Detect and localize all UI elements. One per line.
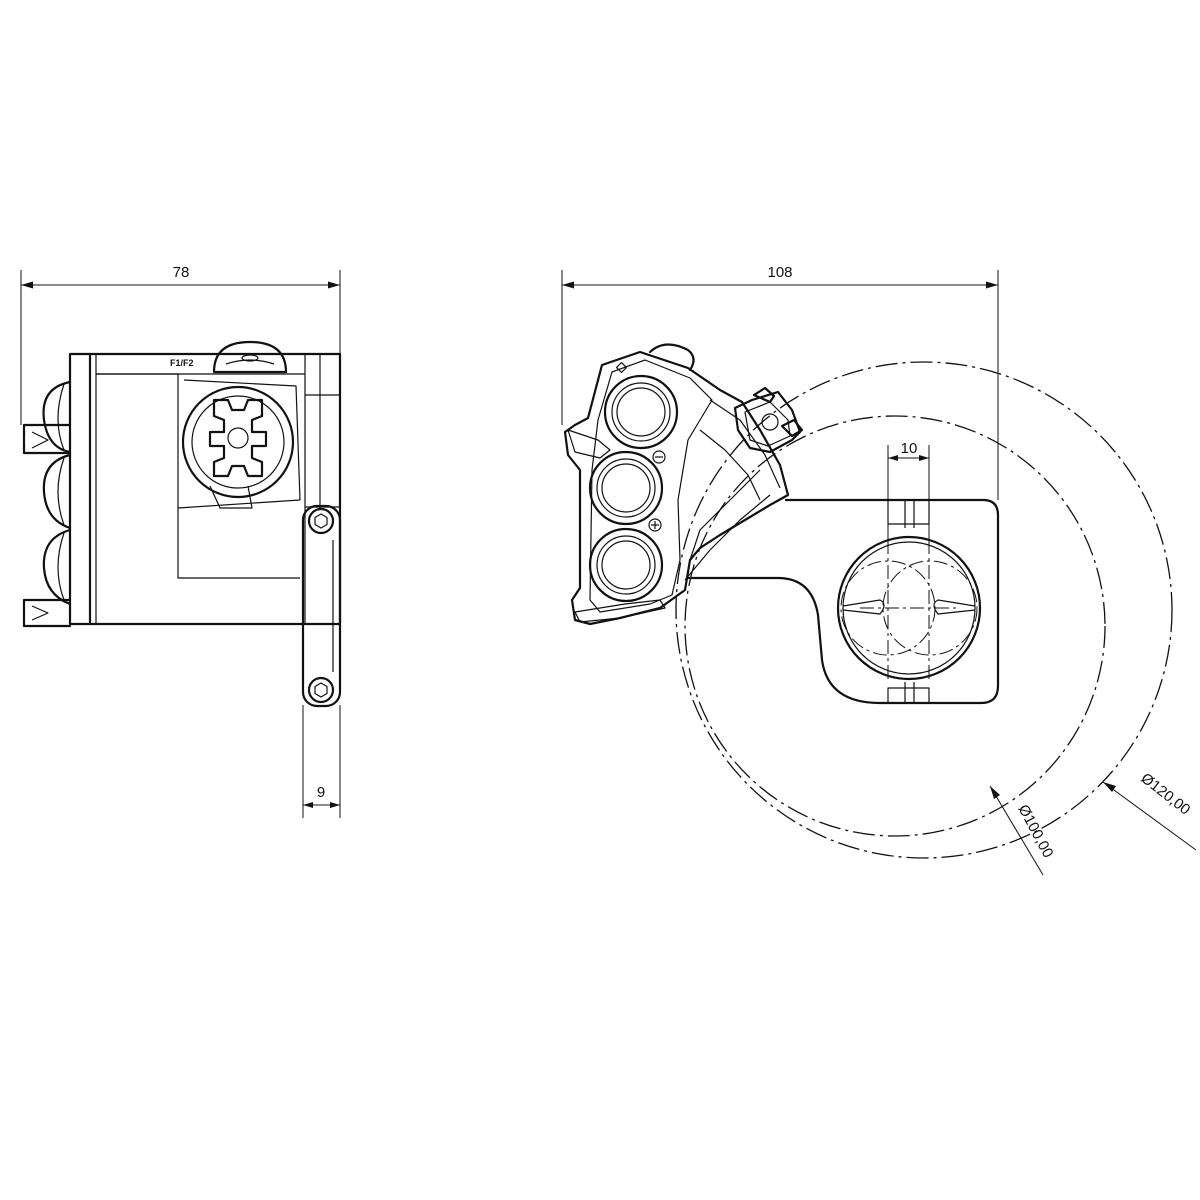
side-cross-joystick [181, 385, 295, 499]
dimension-108-label: 108 [767, 264, 792, 281]
minus-symbol-icon [652, 450, 666, 464]
inner-reference-circle [684, 415, 1106, 837]
dimension-78-label: 78 [173, 264, 190, 281]
plus-symbol-icon [648, 518, 662, 532]
side-top-dome: F1/F2 [170, 340, 288, 374]
dimension-10-label: 10 [901, 440, 918, 457]
button-3 [588, 527, 664, 603]
side-view: 78 9 [20, 264, 342, 818]
engraving-label: F1/F2 [170, 358, 194, 368]
dimension-108: 108 [561, 264, 999, 500]
front-view: 108 10 Ø100,00 Ø120,00 [561, 264, 1197, 876]
button-1 [603, 374, 679, 450]
diameter-leaders: Ø100,00 Ø120,00 [989, 770, 1197, 876]
dimension-9-label: 9 [317, 784, 325, 801]
reference-circles [675, 361, 1173, 859]
front-control-unit [563, 343, 790, 626]
dimension-10: 10 [887, 440, 930, 540]
button-2 [588, 450, 664, 526]
outer-reference-circle [675, 361, 1173, 859]
front-mounting-bracket [686, 498, 1000, 705]
diamond-symbol-icon [615, 361, 628, 374]
side-tabs [22, 423, 72, 628]
side-housing [68, 352, 342, 626]
bottom-bolt-icon [307, 676, 335, 704]
side-buttons [42, 380, 72, 606]
side-clamp-bar [301, 504, 342, 708]
dimension-78: 78 [20, 264, 341, 425]
diameter-120-label: Ø120,00 [1138, 770, 1194, 819]
dimension-9: 9 [302, 705, 341, 818]
front-mini-joystick [733, 386, 804, 454]
bar-clamp [836, 535, 982, 681]
top-bolt-icon [307, 507, 335, 535]
diameter-100-label: Ø100,00 [1014, 802, 1056, 861]
